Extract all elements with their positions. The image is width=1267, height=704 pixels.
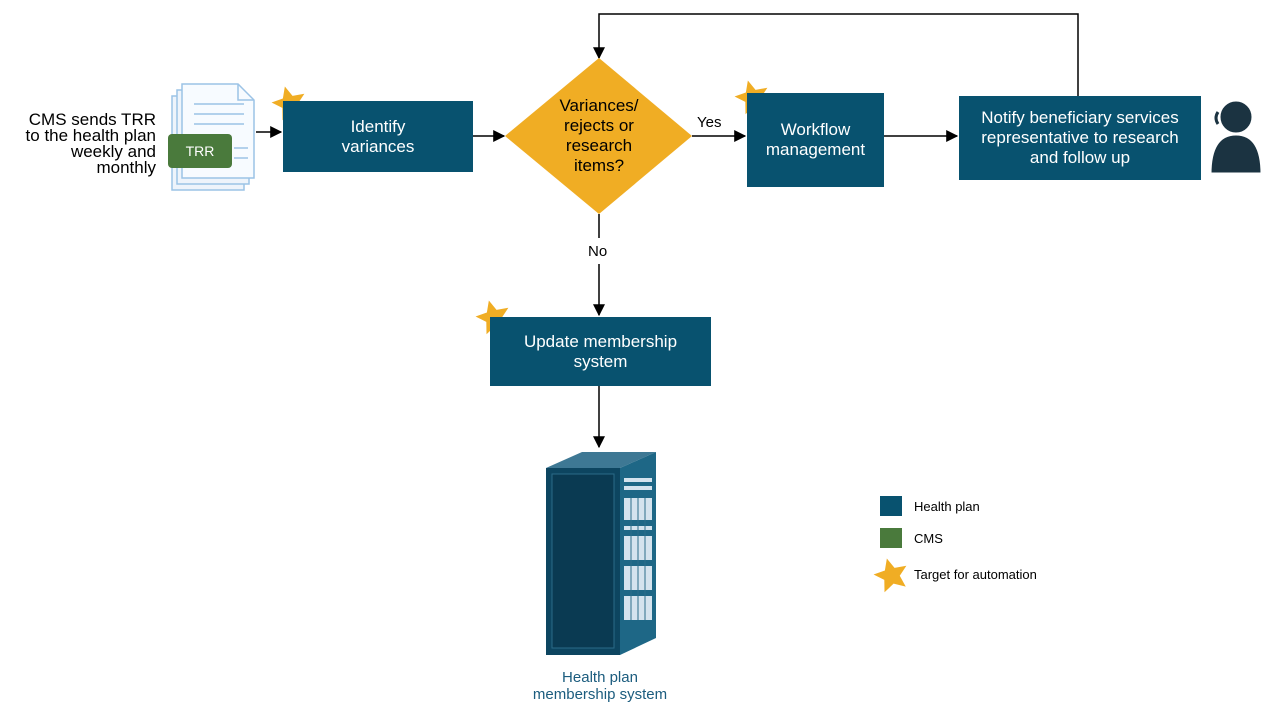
step-identify-variances: Identify variances (283, 101, 473, 172)
step-update-label: Update membership system (523, 331, 678, 371)
edge-notify-loopback (593, 13, 1079, 96)
source-description: CMS sends TRR to the health plan weekly … (25, 110, 156, 177)
server-caption: Health plan membership system (532, 669, 668, 703)
trr-document-tag: TRR (168, 134, 232, 168)
legend-label-cms: CMS (914, 531, 943, 546)
step-workflow-label: Workflow management (765, 120, 866, 159)
edge-label-yes: Yes (697, 114, 722, 131)
legend-label-health-plan: Health plan (914, 499, 980, 514)
step-notify-label: Notify beneficiary services representati… (981, 108, 1179, 167)
legend-swatch-health-plan (880, 496, 902, 516)
person-icon (1208, 98, 1264, 176)
edge-label-no: No (588, 243, 608, 260)
legend-star-icon (873, 558, 907, 593)
legend-label-automation: Target for automation (914, 567, 1037, 582)
step-notify-representative: Notify beneficiary services representati… (959, 96, 1201, 180)
step-identify-label: Identify variances (341, 116, 415, 156)
step-workflow-management: Workflow management (747, 93, 884, 187)
server-rack-icon (546, 452, 656, 655)
legend-swatch-cms (880, 528, 902, 548)
step-update-membership: Update membership system (490, 317, 711, 386)
decision-question: Variances/ rejects or research items? (559, 96, 639, 175)
decision-diamond (505, 58, 692, 214)
